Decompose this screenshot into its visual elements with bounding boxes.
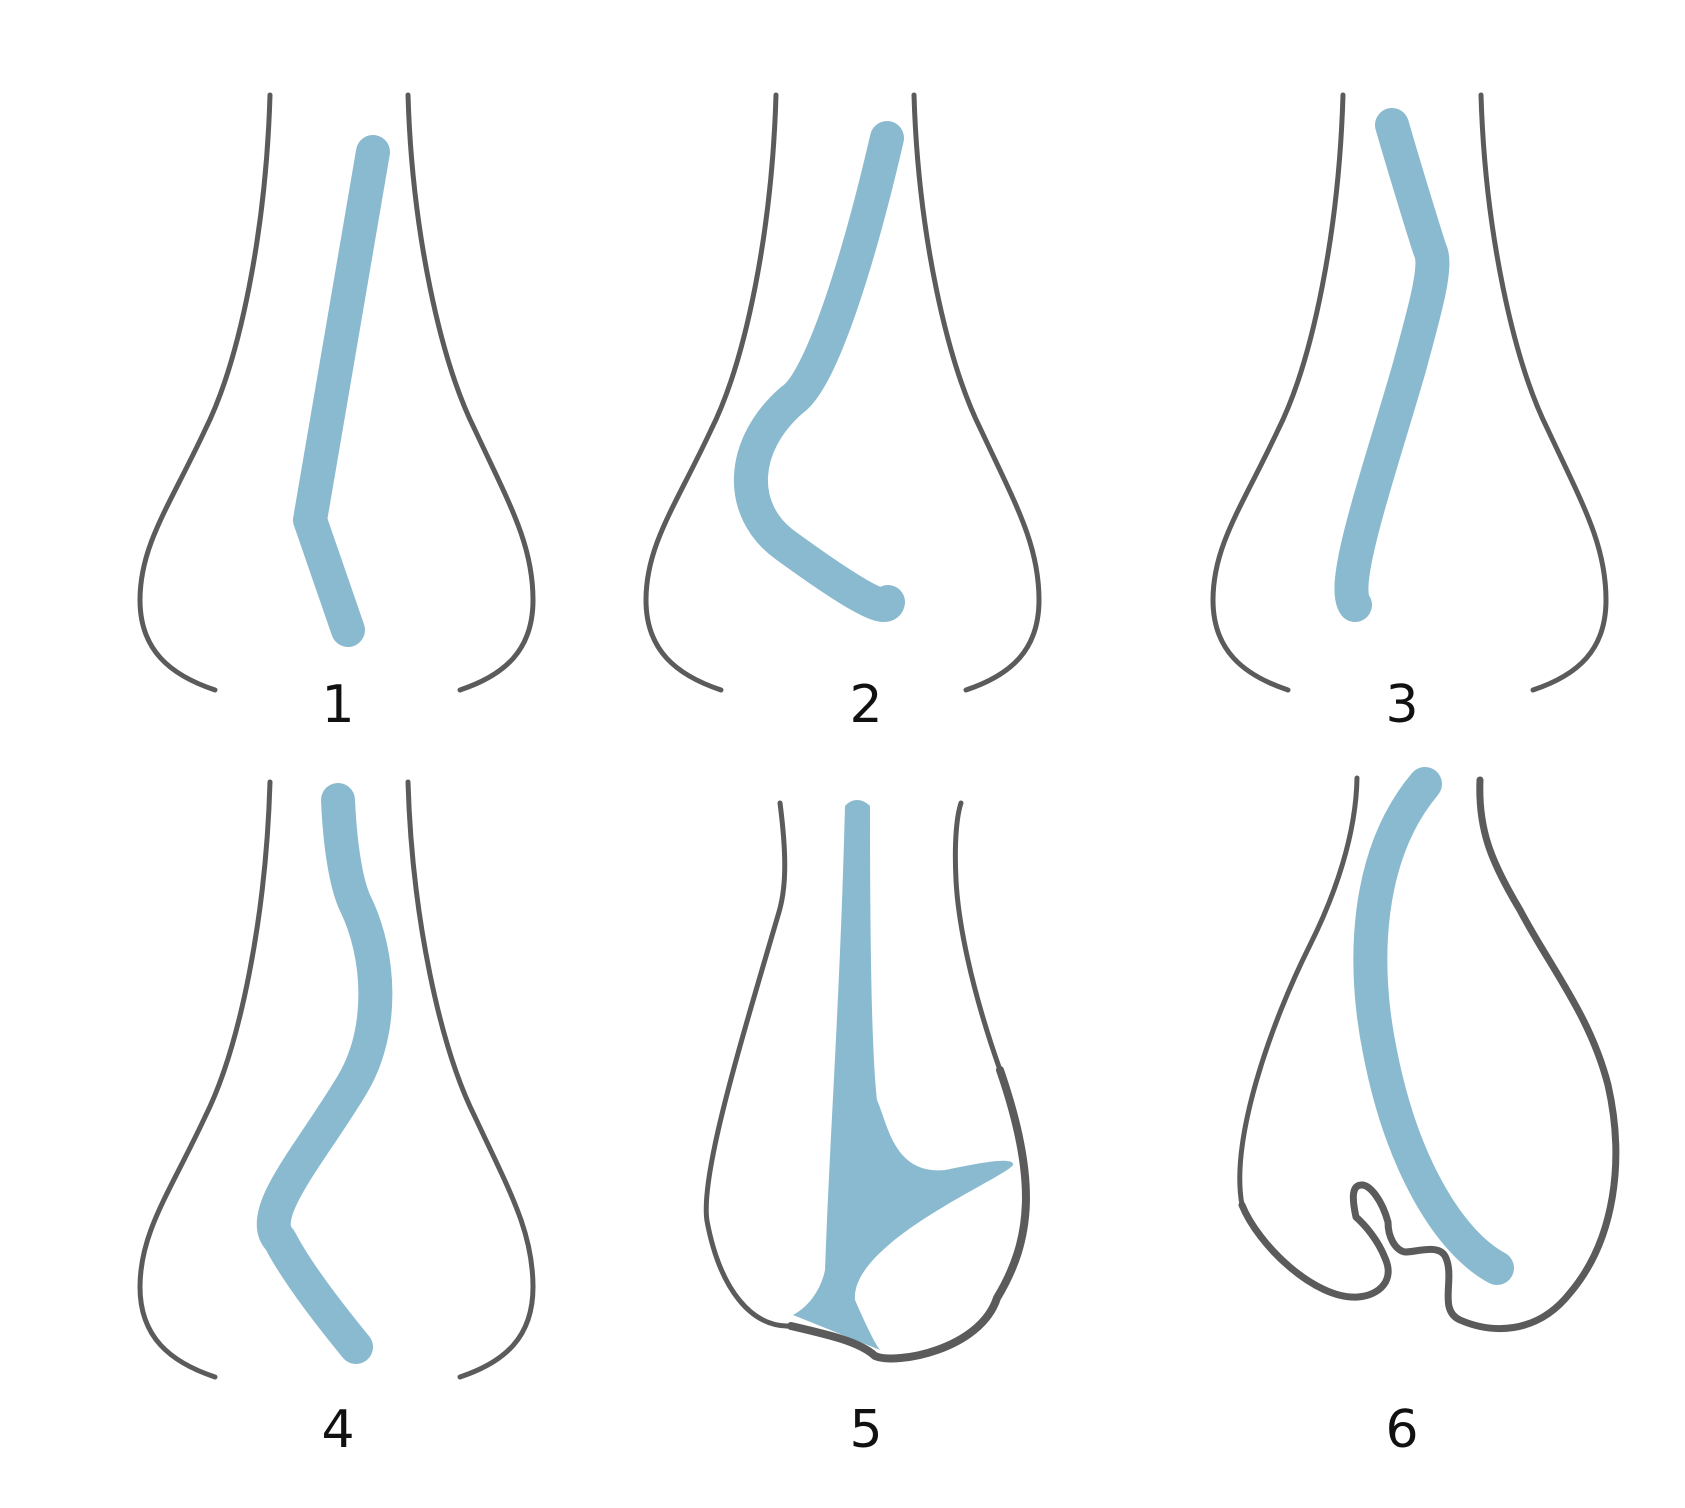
panel-5: 5: [703, 800, 1030, 1460]
panel-4-septum: [256, 783, 393, 1364]
panel-5-septum-fill: [793, 800, 1014, 1350]
panel-6-label: 6: [1385, 1400, 1418, 1460]
panel-6-septum: [1353, 767, 1514, 1285]
panel-1-septum: [293, 135, 390, 647]
panel-3-septum: [1334, 108, 1450, 622]
panel-2: 2: [643, 92, 1042, 735]
panel-6: 6: [1237, 767, 1620, 1460]
panel-3: 3: [1210, 92, 1609, 735]
panel-5-label: 5: [849, 1400, 882, 1460]
panel-1-label: 1: [321, 675, 354, 735]
panel-2-septum: [734, 121, 905, 622]
panel-3-label: 3: [1385, 675, 1418, 735]
panel-4-outline: [137, 779, 536, 1380]
panel-5-outline: [703, 800, 1030, 1363]
panel-1-outline: [137, 92, 536, 693]
panel-1: 1: [137, 92, 536, 735]
panel-2-label: 2: [849, 675, 882, 735]
panel-4: 4: [137, 779, 536, 1460]
panel-6-outline: [1237, 775, 1620, 1332]
panel-4-label: 4: [321, 1400, 354, 1460]
panel-3-outline: [1210, 92, 1609, 693]
panel-2-outline: [643, 92, 1042, 693]
